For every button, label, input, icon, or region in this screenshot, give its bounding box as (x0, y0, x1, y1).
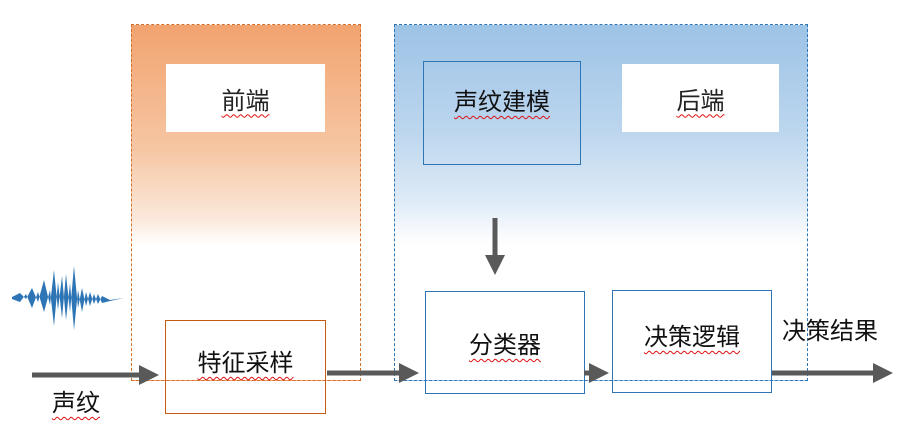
backend-label: 后端 (676, 86, 725, 115)
output-label: 决策结果 (782, 317, 878, 345)
decision-logic-node: 决策逻辑 (612, 290, 772, 393)
classifier-label: 分类器 (469, 331, 541, 359)
input-label: 声纹 (52, 389, 100, 417)
feature-sampling-label: 特征采样 (197, 349, 294, 377)
feature-sampling-node: 特征采样 (165, 320, 326, 414)
decision-logic-label: 决策逻辑 (644, 323, 740, 351)
frontend-label: 前端 (221, 86, 270, 115)
classifier-node: 分类器 (425, 291, 585, 394)
voiceprint-modeling-label: 声纹建模 (454, 88, 550, 116)
waveform-icon (12, 266, 124, 330)
voiceprint-modeling-node: 声纹建模 (423, 61, 581, 165)
backend-label-box: 后端 (622, 64, 779, 132)
frontend-label-box: 前端 (166, 64, 325, 132)
